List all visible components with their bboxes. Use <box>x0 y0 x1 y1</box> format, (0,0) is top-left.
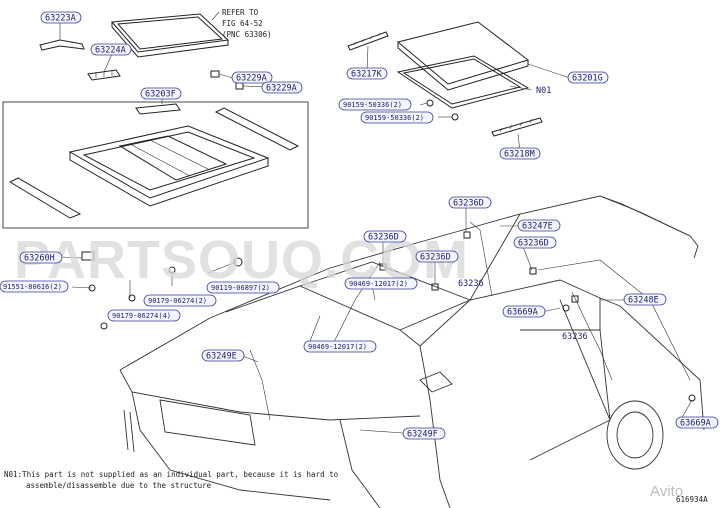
label-63248E[interactable]: 63248E <box>623 293 667 306</box>
label-63229A-2-text: 63229A <box>266 84 297 94</box>
label-90119[interactable]: 90119-06897(2) <box>206 281 280 294</box>
footnote: N01:This part is not supplied as an indi… <box>4 470 339 490</box>
label-63218M-text: 63218M <box>504 150 535 160</box>
label-63223A-text: 63223A <box>45 14 76 24</box>
sunroof-glass-drawing <box>110 13 230 58</box>
label-63236D-2-text: 63236D <box>368 233 399 243</box>
glass-panel-drawing <box>396 21 530 109</box>
label-63669A-1-text: 63669A <box>507 308 538 318</box>
label-63249E-text: 63249E <box>206 352 237 362</box>
label-91551[interactable]: 91551-80616(2) <box>0 280 69 293</box>
label-63236D-1[interactable]: 63236D <box>448 196 492 209</box>
label-63229A-1[interactable]: 63229A <box>231 71 273 84</box>
frame-assembly-box <box>2 101 309 229</box>
label-90179-2-text: 90179-06274(4) <box>112 312 171 320</box>
label-90179-1[interactable]: 90179-06274(2) <box>143 294 217 307</box>
label-63236D-3[interactable]: 63236D <box>513 236 557 249</box>
label-63236D-4[interactable]: 63236D <box>415 250 459 263</box>
label-63669A-2[interactable]: 63669A <box>675 416 719 429</box>
label-63203F[interactable]: 63203F <box>140 87 182 100</box>
sunroof-frame-drawing <box>68 125 270 207</box>
seal-63217K-drawing <box>347 31 389 51</box>
label-63236D-4-text: 63236D <box>420 253 451 263</box>
label-90179-2[interactable]: 90179-06274(4) <box>107 309 181 322</box>
label-63218M[interactable]: 63218M <box>499 147 541 160</box>
label-90179-1-text: 90179-06274(2) <box>148 297 207 305</box>
label-63249E[interactable]: 63249E <box>201 349 245 362</box>
label-90159-1[interactable]: 90159-50336(2) <box>338 98 412 111</box>
label-63229A-2[interactable]: 63229A <box>261 81 303 94</box>
part-63223A-drawing <box>39 39 85 51</box>
label-63217K[interactable]: 63217K <box>346 67 388 80</box>
label-90469-1-text: 90469-12017(2) <box>349 280 408 288</box>
label-63669A-2-text: 63669A <box>680 419 711 429</box>
label-63201G-text: 63201G <box>572 74 603 84</box>
label-63236D-3-text: 63236D <box>518 239 549 249</box>
label-63236-2[interactable]: 63236 <box>562 332 588 342</box>
label-63223A[interactable]: 63223A <box>40 11 82 24</box>
footnote-line-2: assemble/disassemble due to the structur… <box>26 481 212 490</box>
side-rail-drawing <box>8 103 300 219</box>
label-90119-text: 90119-06897(2) <box>211 284 270 292</box>
label-63669A-1[interactable]: 63669A <box>502 305 546 318</box>
refer-line-3: (PNC 63306) <box>222 30 272 39</box>
label-63201G[interactable]: 63201G <box>567 71 609 84</box>
note-n01: N01 <box>536 86 551 96</box>
label-63236D-1-text: 63236D <box>453 199 484 209</box>
drain-hose-drawing <box>249 221 691 421</box>
seal-63218M-drawing <box>491 117 543 137</box>
label-63203F-text: 63203F <box>145 90 176 100</box>
label-90159-2[interactable]: 90159-50336(2) <box>360 111 434 124</box>
label-63247E[interactable]: 63247E <box>517 219 561 232</box>
label-63224A-text: 63224A <box>95 46 126 56</box>
label-90469-1[interactable]: 90469-12017(2) <box>344 277 418 290</box>
label-90469-2-text: 90469-12017(2) <box>308 343 367 351</box>
label-63247E-text: 63247E <box>522 222 553 232</box>
figure-code: 616934A <box>676 495 708 504</box>
refer-line-2: FIG 64-52 <box>222 19 263 28</box>
avito-watermark: Avito <box>650 483 683 500</box>
label-63248E-text: 63248E <box>628 296 659 306</box>
label-63236D-2[interactable]: 63236D <box>363 230 407 243</box>
label-63224A[interactable]: 63224A <box>90 43 132 56</box>
label-90469-2[interactable]: 90469-12017(2) <box>303 340 377 353</box>
label-91551-text: 91551-80616(2) <box>3 283 62 291</box>
refer-line-1: REFER TO <box>222 8 259 17</box>
label-63217K-text: 63217K <box>351 70 383 80</box>
label-63260H-text: 63260H <box>24 254 55 264</box>
fasteners <box>81 231 696 402</box>
label-63249F-text: 63249F <box>407 430 438 440</box>
label-63236-1[interactable]: 63236 <box>458 279 484 289</box>
label-63229A-1-text: 63229A <box>236 74 267 84</box>
label-90159-2-text: 90159-50336(2) <box>365 114 424 122</box>
label-63249F[interactable]: 63249F <box>402 427 446 440</box>
label-63260H[interactable]: 63260H <box>19 251 63 264</box>
footnote-line-1: N01:This part is not supplied as an indi… <box>4 470 339 479</box>
refer-note: REFER TO FIG 64-52 (PNC 63306) <box>222 8 272 39</box>
label-90159-1-text: 90159-50336(2) <box>343 101 402 109</box>
